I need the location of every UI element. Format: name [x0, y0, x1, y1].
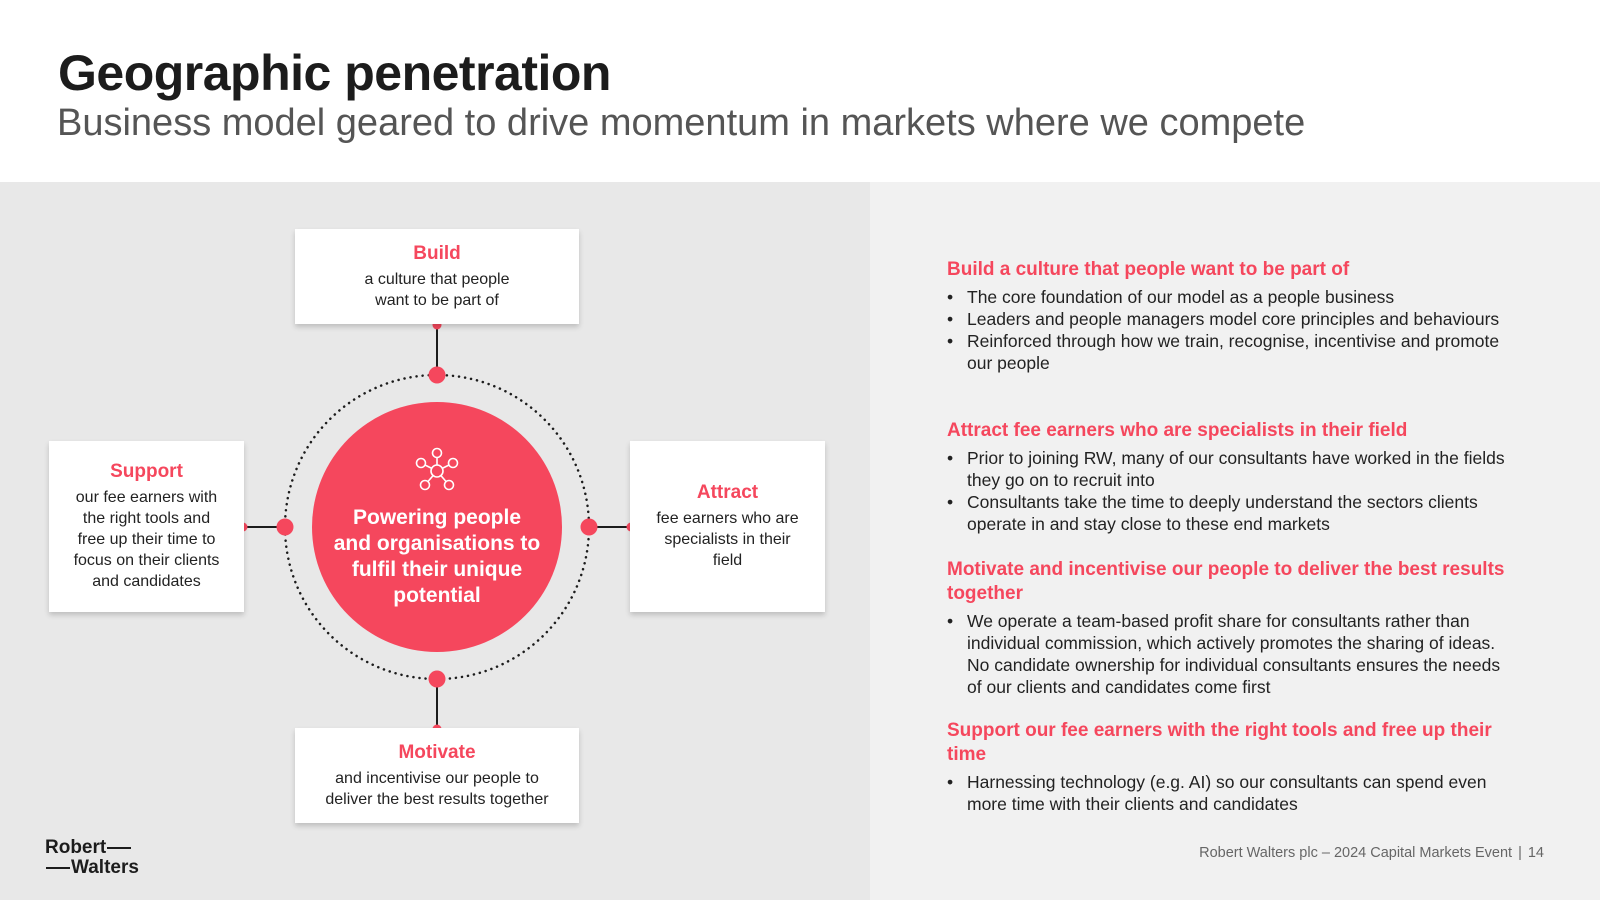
page-subtitle: Business model geared to drive momentum …: [57, 102, 1306, 144]
build-card: Build a culture that people want to be p…: [295, 229, 579, 324]
motivate-card-title: Motivate: [398, 741, 476, 763]
support-card-line: focus on their clients: [73, 552, 220, 569]
footer: Robert Walters plc – 2024 Capital Market…: [1199, 845, 1544, 861]
footer-separator: |: [1518, 845, 1522, 861]
center-mission-circle: Powering people and organisations to ful…: [312, 402, 562, 652]
bullet-list: We operate a team-based profit share for…: [947, 610, 1517, 698]
support-card-line: the right tools and: [82, 510, 211, 527]
attract-card-line: specialists in their: [664, 531, 791, 548]
motivate-card-line: deliver the best results together: [325, 790, 549, 808]
bullet-item: Prior to joining RW, many of our consult…: [947, 447, 1517, 491]
bullet-item: Reinforced through how we train, recogni…: [947, 330, 1517, 374]
logo-line-2: Walters: [71, 857, 139, 878]
support-card: Support our fee earners with the right t…: [49, 441, 244, 612]
bullet-list: The core foundation of our model as a pe…: [947, 286, 1517, 374]
motivate-card: Motivate and incentivise our people to d…: [295, 728, 579, 823]
section-title: Motivate and incentivise our people to d…: [947, 559, 1505, 604]
bullet-item: We operate a team-based profit share for…: [947, 610, 1517, 698]
section-title: Support our fee earners with the right t…: [947, 720, 1492, 765]
build-card-title: Build: [413, 242, 461, 264]
attract-card-line: field: [712, 552, 743, 569]
page-title: Geographic penetration: [58, 45, 611, 101]
logo-line-1: Robert: [45, 837, 107, 858]
logo-dash: [46, 866, 70, 869]
people-network-icon: [415, 447, 459, 491]
node-dot-support-outer: [276, 518, 294, 536]
node-dot-motivate-outer: [428, 670, 446, 688]
build-card-line: a culture that people: [364, 270, 510, 288]
bullet-item: Consultants take the time to deeply unde…: [947, 491, 1517, 535]
center-mission-text: Powering people and organisations to ful…: [333, 506, 541, 607]
robert-walters-logo: Robert Walters: [45, 838, 139, 878]
node-dot-build-outer: [428, 366, 446, 384]
bullet-item: The core foundation of our model as a pe…: [947, 286, 1517, 308]
support-card-line: and candidates: [92, 573, 201, 590]
bullet-item: Harnessing technology (e.g. AI) so our c…: [947, 771, 1517, 815]
support-card-line: free up their time to: [77, 531, 216, 548]
attract-card-title: Attract: [696, 482, 759, 503]
section-title: Attract fee earners who are specialists …: [947, 420, 1408, 441]
attract-card: Attract fee earners who are specialists …: [630, 441, 825, 612]
node-dot-attract-outer: [580, 518, 598, 536]
section-support: Support our fee earners with the right t…: [947, 719, 1517, 815]
section-title: Build a culture that people want to be p…: [947, 259, 1350, 280]
attract-card-line: fee earners who are: [656, 510, 799, 527]
bullet-list: Harnessing technology (e.g. AI) so our c…: [947, 771, 1517, 815]
support-card-line: our fee earners with: [75, 489, 218, 506]
motivate-card-text: and incentivise our people to deliver th…: [325, 768, 548, 810]
bullet-item: Leaders and people managers model core p…: [947, 308, 1517, 330]
support-card-text: our fee earners with the right tools and…: [74, 487, 220, 592]
footer-text: Robert Walters plc – 2024 Capital Market…: [1199, 845, 1513, 861]
build-card-line: want to be part of: [375, 291, 499, 309]
logo-dash: [107, 846, 132, 849]
section-attract: Attract fee earners who are specialists …: [947, 419, 1517, 535]
motivate-card-line: and incentivise our people to: [335, 769, 539, 787]
section-motivate: Motivate and incentivise our people to d…: [947, 558, 1517, 698]
support-card-title: Support: [110, 461, 183, 482]
bullet-list: Prior to joining RW, many of our consult…: [947, 447, 1517, 535]
attract-card-text: fee earners who are specialists in their…: [656, 508, 798, 571]
page-number: 14: [1527, 845, 1544, 861]
build-card-text: a culture that people want to be part of: [365, 269, 510, 311]
section-build: Build a culture that people want to be p…: [947, 258, 1517, 374]
